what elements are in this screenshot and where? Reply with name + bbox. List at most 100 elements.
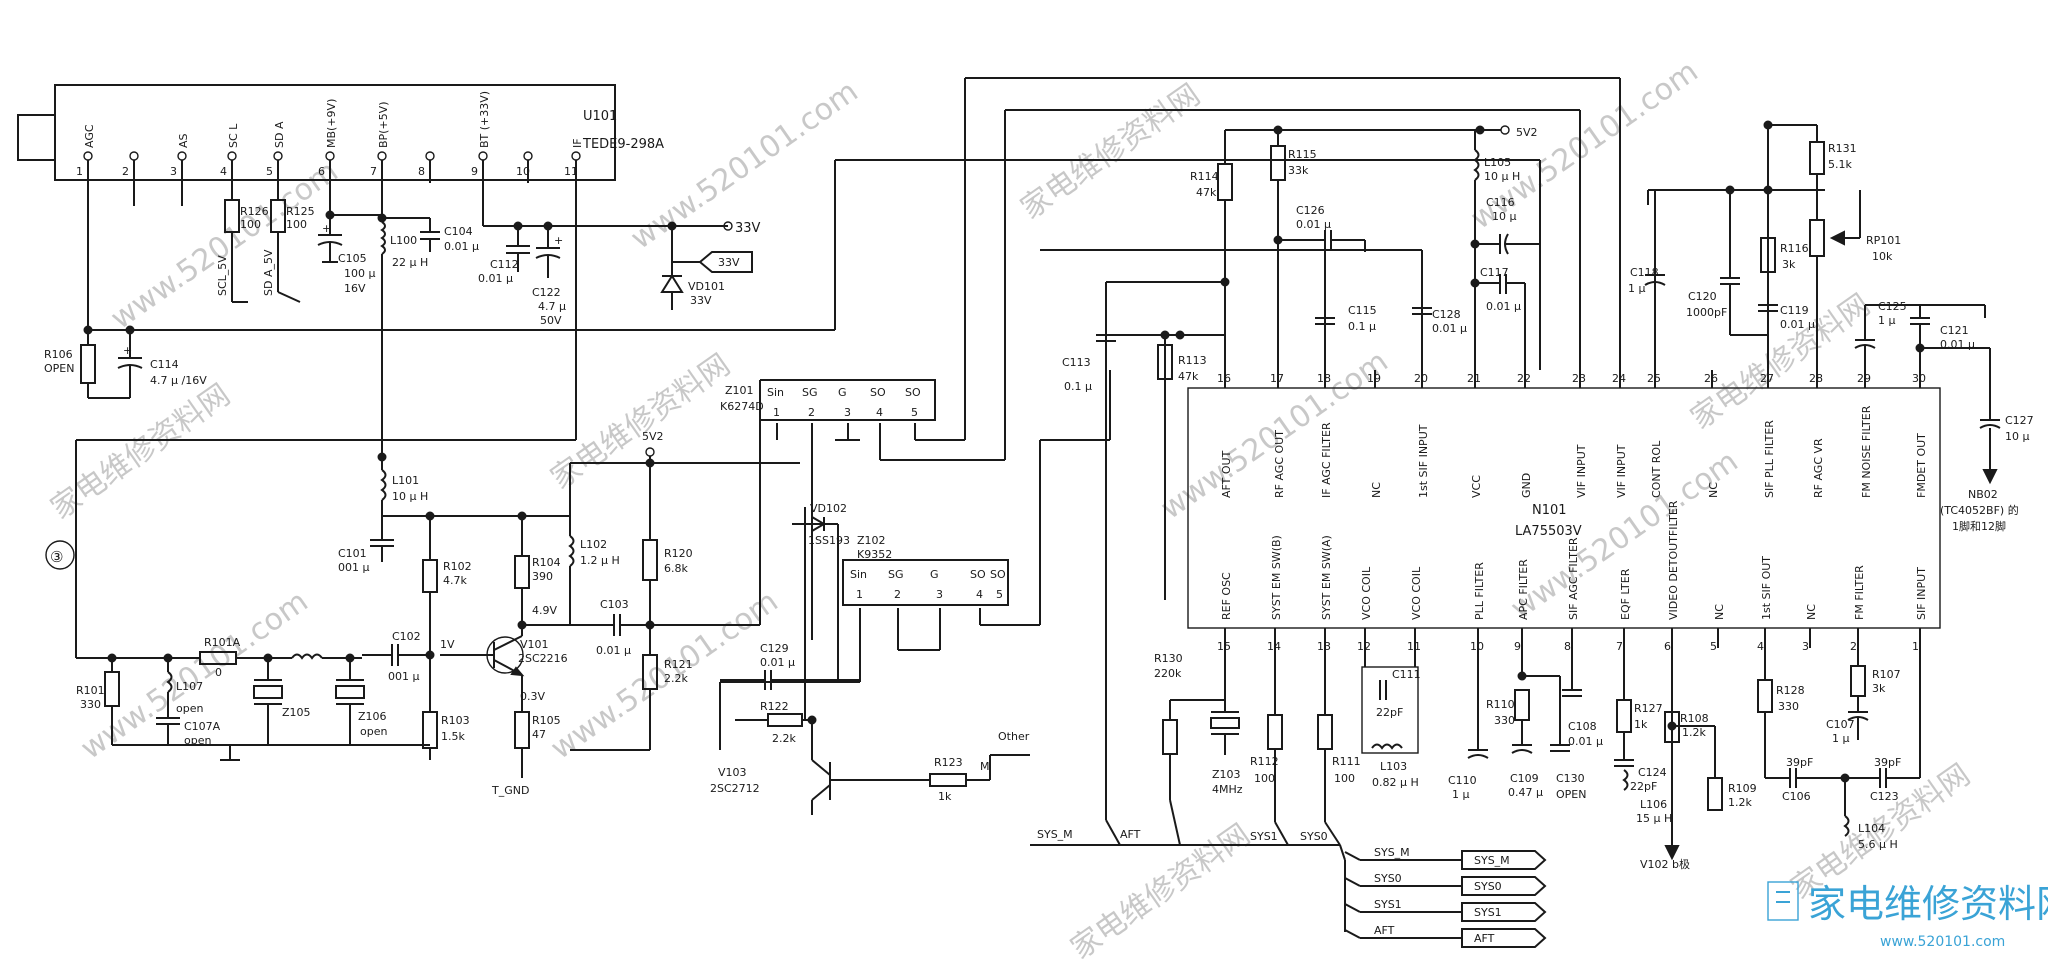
c130-value: OPEN <box>1556 788 1586 801</box>
ic-bottom-pin-label: 1st SIF OUT <box>1760 556 1773 620</box>
connector-flag-label: SYS_M <box>1474 854 1510 867</box>
tuner-pin-number: 8 <box>418 165 425 178</box>
ic-top-pin-label: AFT OUT <box>1220 450 1233 498</box>
tgnd-label: T_GND <box>491 784 529 797</box>
ic-top-pin-number: 25 <box>1647 372 1661 385</box>
c116-value: 10 μ <box>1492 210 1517 223</box>
c108-value: 0.01 μ <box>1568 735 1603 748</box>
ic-bottom-pin-label: EQF LTER <box>1619 568 1632 620</box>
r125-ref: R125 <box>286 205 315 218</box>
c111-value: 22pF <box>1376 706 1403 719</box>
ic-top-pin-number: 22 <box>1517 372 1531 385</box>
tuner-pin-number: 9 <box>471 165 478 178</box>
r101-value: 330 <box>80 698 101 711</box>
l107-ref: L107 <box>176 680 203 693</box>
v101-ref: V101 <box>520 638 549 651</box>
c123-ref: C123 <box>1870 790 1899 803</box>
ic-bottom-pin-number: 6 <box>1664 640 1671 653</box>
tuner-pin-number: 10 <box>516 165 530 178</box>
tuner-ref: U101 <box>583 109 617 124</box>
r115-ref: R115 <box>1288 148 1317 161</box>
ic-bottom-pin-number: 10 <box>1470 640 1484 653</box>
ic-bottom-pin-number: 2 <box>1850 640 1857 653</box>
ic-top-pin-label: IF AGC FILTER <box>1320 422 1333 498</box>
bus-sysm: SYS_M <box>1037 828 1073 841</box>
svg-text:+: + <box>322 222 331 235</box>
c119-ref: C119 <box>1780 304 1809 317</box>
ic-bottom-pin-number: 4 <box>1757 640 1764 653</box>
c119-value: 0.01 μ <box>1780 318 1815 331</box>
c118-value: 1 μ <box>1628 282 1646 295</box>
c103-ref: C103 <box>600 598 629 611</box>
connector-flag <box>1461 850 1547 870</box>
ic-top-pin-number: 16 <box>1217 372 1231 385</box>
tuner-pin <box>177 151 187 161</box>
watermark-cn: 家电维修资料网 <box>545 347 737 496</box>
c105-value1: 100 μ <box>344 267 376 280</box>
c128-value: 0.01 μ <box>1432 322 1467 335</box>
r113-ref: R113 <box>1178 354 1207 367</box>
r104-ref: R104 <box>532 556 561 569</box>
c129-value: 0.01 μ <box>760 656 795 669</box>
r105-value: 47 <box>532 728 546 741</box>
33v-flag-label: 33V <box>718 256 740 269</box>
tuner-pin <box>83 151 93 161</box>
v103-ref: V103 <box>718 766 747 779</box>
nb02-line2: (TC4052BF) 的 <box>1940 503 2019 517</box>
r114-value: 47k <box>1196 186 1217 199</box>
switch-transistor-v103: VD102 1SS193 C129 0.01 μ R122 2.2k V103 … <box>710 420 1030 815</box>
saw-filter-z102: Z102 K9352 <box>842 534 1009 606</box>
saw-pin-number: 1 <box>856 588 863 601</box>
r106-ref: R106 <box>44 348 73 361</box>
m-label: M <box>980 760 990 773</box>
c118-ref: C118 <box>1630 266 1659 279</box>
ic-top-pin-label: NC <box>1370 482 1383 498</box>
z101-wiring <box>776 77 1621 640</box>
z103-value: 4MHz <box>1212 783 1243 796</box>
r123-value: 1k <box>938 790 952 803</box>
ic-bottom-pin-label: VIDEO DETOUTFILTER <box>1667 500 1680 620</box>
c116-ref: C116 <box>1486 196 1515 209</box>
c108-ref: C108 <box>1568 720 1597 733</box>
r107-ref: R107 <box>1872 668 1901 681</box>
tuner-connector <box>17 114 56 161</box>
ic-bottom-pin-label: FM FILTER <box>1853 565 1866 620</box>
saw-pin-label: SO <box>905 386 921 399</box>
circled-3: ③ <box>50 548 63 566</box>
saw-pin-label: G <box>930 568 939 581</box>
z102-ref: Z102 <box>857 534 886 547</box>
connector-flag <box>1461 928 1547 948</box>
saw-pin-number: 4 <box>976 588 983 601</box>
v33-label: 33V <box>735 221 761 236</box>
r101a-ref: R101A <box>204 636 241 649</box>
r102-ref: R102 <box>443 560 472 573</box>
c101-ref: C101 <box>338 547 367 560</box>
c106-ref: C106 <box>1782 790 1811 803</box>
r127-value: 1k <box>1634 718 1648 731</box>
v103-value: 2SC2712 <box>710 782 760 795</box>
r130-value: 220k <box>1154 667 1182 680</box>
saw-pin-number: 4 <box>876 406 883 419</box>
5v2-left-label: 5V2 <box>642 430 664 443</box>
saw-pin-number: 5 <box>996 588 1003 601</box>
tuner-pin <box>523 151 533 161</box>
z101-part: K6274D <box>720 400 764 413</box>
l102-ref: L102 <box>580 538 607 551</box>
l106-ref: L106 <box>1640 798 1667 811</box>
l105-ref: L105 <box>1484 156 1511 169</box>
r126-ref: R126 <box>240 205 269 218</box>
n101-ref: N101 <box>1532 503 1567 518</box>
saw-pin-label: Sin <box>850 568 867 581</box>
n101-top-circuit: 5V2 R114 47k C113 0.1 μ R113 47k R115 33… <box>1040 120 2034 820</box>
l107-value: open <box>176 702 203 715</box>
c117-value: 0.01 μ <box>1486 300 1521 313</box>
scl-label: SCL_5V <box>216 255 229 296</box>
c123-value: 39pF <box>1874 756 1901 769</box>
c122-ref: C122 <box>532 286 561 299</box>
tuner-pin-label: MB(+9V) <box>325 99 338 148</box>
tuner-pin-label: SC L <box>227 123 240 148</box>
r127-ref: R127 <box>1634 702 1663 715</box>
c104-ref: C104 <box>444 225 473 238</box>
r121-ref: R121 <box>664 658 693 671</box>
